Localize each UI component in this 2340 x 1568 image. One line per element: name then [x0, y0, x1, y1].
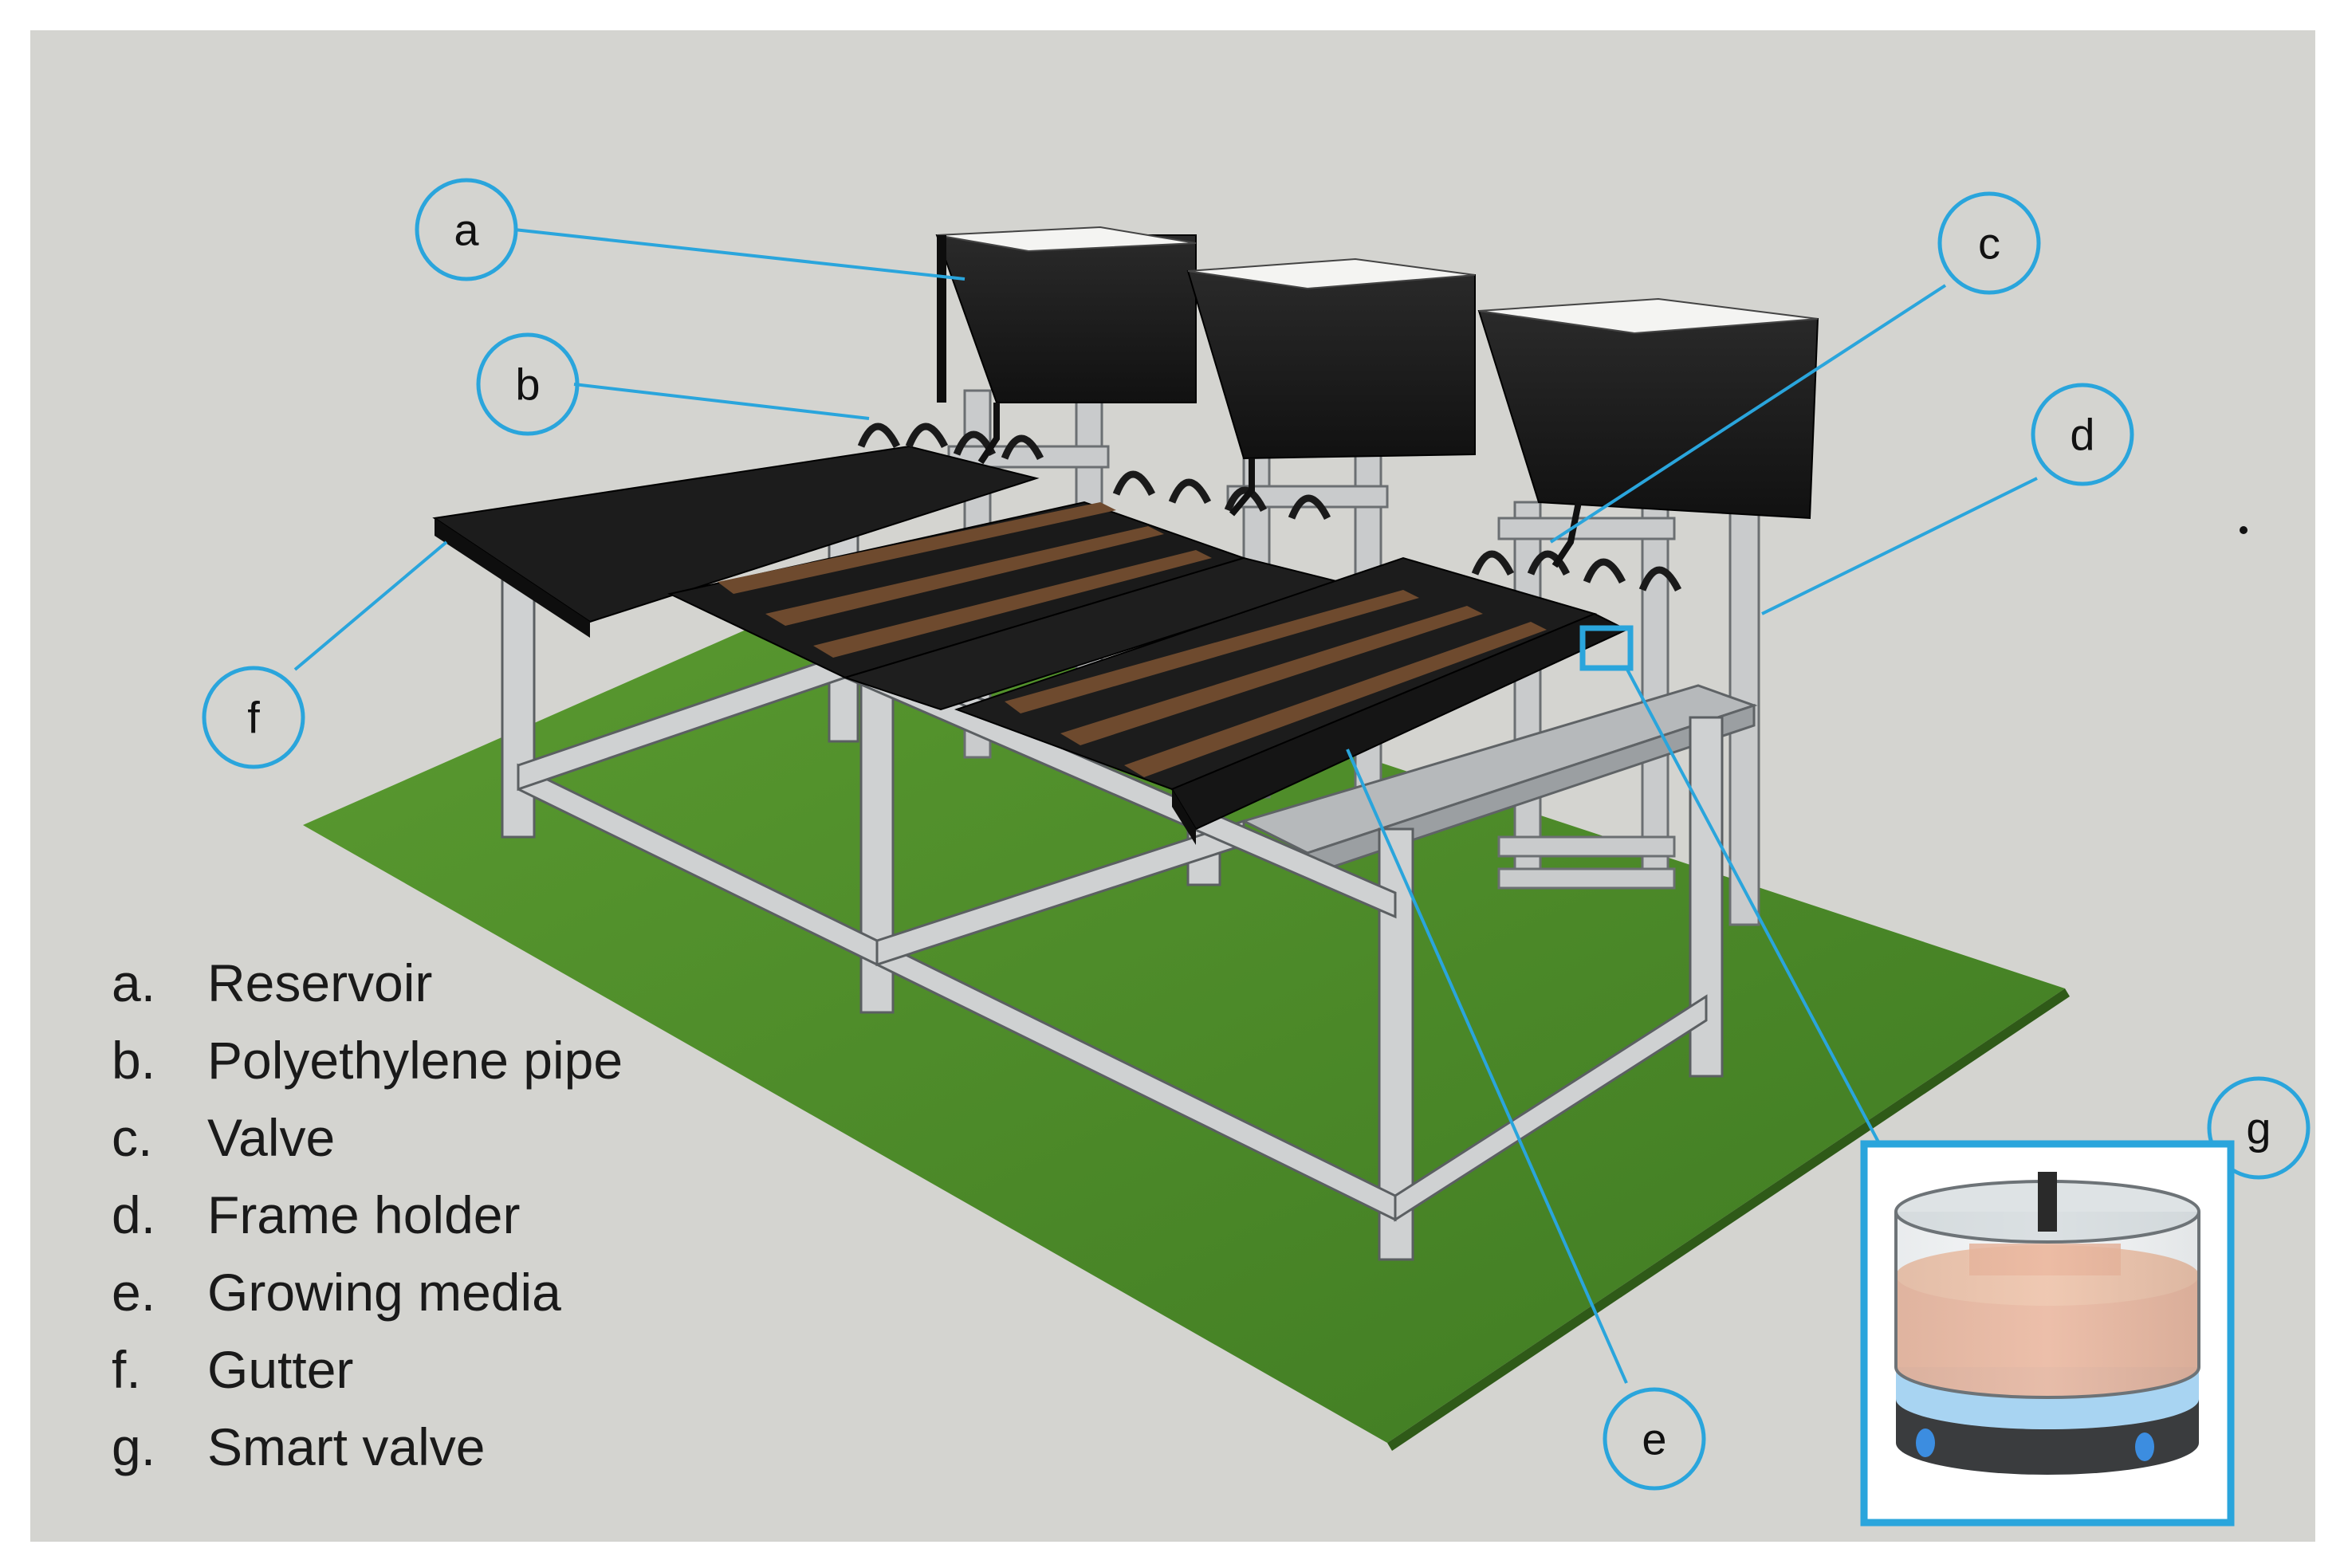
legend-text: Valve — [207, 1108, 336, 1167]
grass-shadow — [1387, 988, 2070, 1451]
legend-text: Reservoir — [207, 953, 433, 1012]
callout-c-label: c — [1978, 218, 2000, 269]
smart-valve-shell — [1894, 1212, 2200, 1399]
legend-text: Gutter — [207, 1340, 354, 1399]
legend-text: Frame holder — [207, 1185, 521, 1244]
callout-a-label: a — [454, 205, 479, 255]
callout-leaders — [293, 228, 2038, 1384]
callout-e-label: e — [1642, 1414, 1666, 1464]
reservoir — [1186, 257, 1476, 460]
legend-key: b. — [112, 1031, 156, 1090]
legend-item-growing-media: e. Growing media — [112, 1262, 623, 1339]
callout-g: g — [2207, 1076, 2311, 1180]
legend-key: f. — [112, 1340, 141, 1399]
legend-item-valve: c. Valve — [112, 1107, 623, 1185]
growing-media — [765, 526, 1164, 626]
growing-media — [718, 502, 1116, 594]
callout-d: d — [2031, 383, 2134, 486]
growing-media — [1124, 622, 1547, 777]
callout-g-label: g — [2246, 1103, 2271, 1153]
callout-f-label: f — [247, 693, 260, 743]
reservoir — [1477, 297, 1819, 520]
legend: a. Reservoir b. Polyethylene pipe c. Val… — [112, 953, 623, 1494]
legend-key: d. — [112, 1185, 156, 1244]
valve — [977, 403, 1582, 568]
legend-text: Polyethylene pipe — [207, 1031, 623, 1090]
legend-item-smart-valve: g. Smart valve — [112, 1417, 623, 1494]
gutter-front — [1172, 789, 1196, 845]
smart-valve-marker — [1579, 625, 1634, 671]
smart-valve-port — [2135, 1432, 2154, 1461]
callout-c: c — [1937, 191, 2041, 295]
smart-valve-inset — [1860, 1140, 2235, 1527]
smart-valve-port — [1916, 1428, 1935, 1457]
legend-item-polyethylene-pipe: b. Polyethylene pipe — [112, 1030, 623, 1107]
legend-key: a. — [112, 953, 156, 1012]
legend-text: Growing media — [207, 1263, 561, 1322]
growing-media — [1060, 606, 1483, 745]
legend-key: c. — [112, 1108, 153, 1167]
smart-valve-stem — [2038, 1172, 2057, 1232]
gutter-array — [432, 445, 1629, 845]
growing-media — [1005, 590, 1419, 713]
callout-e: e — [1603, 1387, 1706, 1491]
gutter-front — [435, 518, 590, 638]
legend-item-reservoir: a. Reservoir — [112, 953, 623, 1030]
legend-key: e. — [112, 1263, 156, 1322]
grass-ground — [303, 586, 2065, 1443]
callout-f: f — [202, 666, 305, 769]
callout-b-label: b — [515, 360, 540, 410]
legend-key: g. — [112, 1417, 156, 1476]
growing-media — [813, 550, 1212, 658]
legend-item-gutter: f. Gutter — [112, 1339, 623, 1417]
legend-item-frame-holder: d. Frame holder — [112, 1185, 623, 1262]
dot-artifact — [2240, 526, 2248, 534]
callout-b: b — [476, 332, 580, 436]
callout-a: a — [415, 178, 518, 281]
callout-d-label: d — [2070, 410, 2094, 460]
polyethylene-pipes — [857, 422, 1682, 592]
legend-text: Smart valve — [207, 1417, 486, 1476]
